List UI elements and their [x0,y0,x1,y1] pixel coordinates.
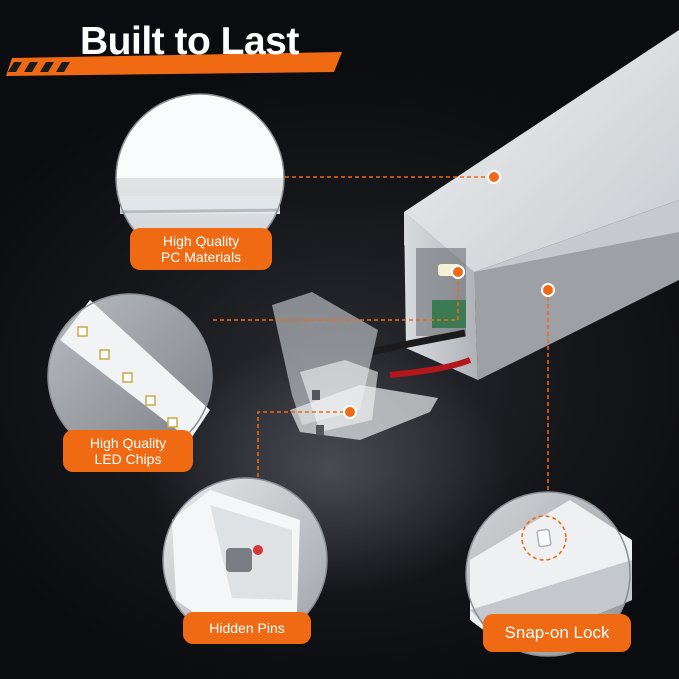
light-bar [404,30,679,380]
feature-label-snap-on-lock: Snap-on Lock [483,614,631,652]
page-title: Built to Last [80,20,299,63]
magnifier-hidden-pins [162,477,328,643]
feature-label-line1: High Quality [162,233,240,249]
feature-label-led-chips: High Quality LED Chips [63,430,193,472]
feature-label-line1: Snap-on Lock [504,623,610,642]
magnifier-pc-material [115,93,285,263]
feature-label-line1: High Quality [89,435,167,451]
end-cap [272,292,438,440]
feature-label-hidden-pins: Hidden Pins [183,612,311,644]
connector-lines [213,176,549,512]
led-chip-row [77,326,178,428]
connector-dots [343,170,555,419]
feature-label-line2: LED Chips [94,451,162,467]
feature-label-pc-materials: High Quality PC Materials [130,228,272,270]
header-stripe [6,52,342,76]
feature-label-line1: Hidden Pins [209,620,285,636]
magnifier-led-chips [47,293,213,459]
feature-label-line2: PC Materials [160,249,242,265]
pcb-board [432,300,466,328]
cables [371,329,472,378]
